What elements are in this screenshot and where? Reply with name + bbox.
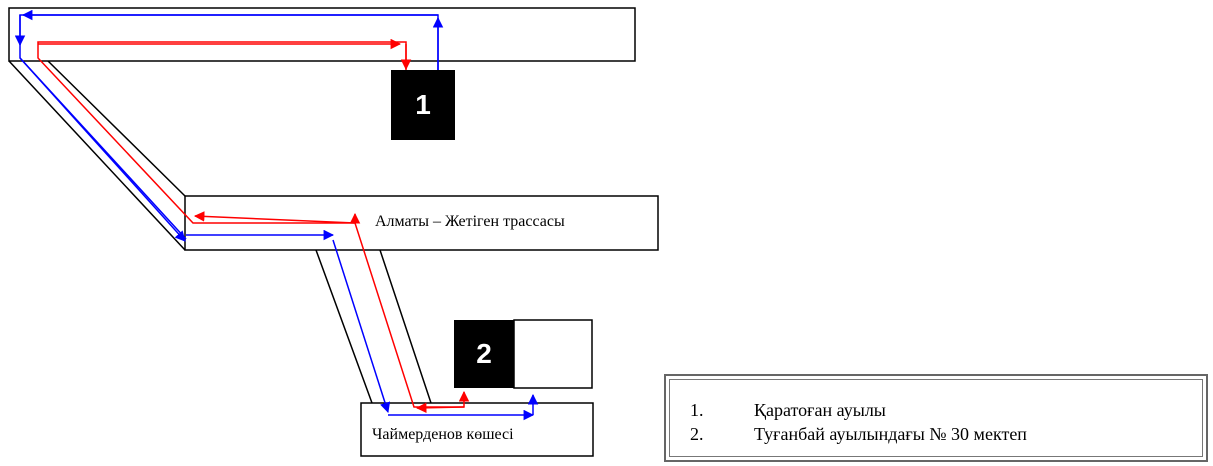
red-route-arrow-street	[415, 402, 465, 414]
legend: 1. Қаратоған ауылы 2. Туғанбай ауылындағ…	[664, 374, 1208, 462]
legend-item: 2. Туғанбай ауылындағы № 30 мектеп	[690, 422, 1202, 446]
top-road	[8, 7, 636, 62]
blue-route-down	[332, 239, 391, 414]
blue-route-arrow-diag	[19, 57, 186, 242]
legend-number: 1.	[690, 400, 704, 420]
legend-item: 1. Қаратоған ауылы	[690, 398, 1202, 422]
red-route-arrow-highway	[193, 211, 356, 224]
marker-2: 2	[454, 320, 514, 388]
street-label: Чаймерденов көшесі	[372, 426, 514, 443]
destination-box	[513, 319, 593, 389]
connector-road	[315, 249, 432, 404]
legend-number: 2.	[690, 424, 704, 444]
legend-text: Туғанбай ауылындағы № 30 мектеп	[754, 424, 1027, 444]
street-road	[360, 402, 594, 457]
legend-text: Қаратоған ауылы	[754, 400, 886, 420]
marker-1: 1	[391, 70, 455, 140]
legend-inner: 1. Қаратоған ауылы 2. Туғанбай ауылындағ…	[669, 379, 1203, 457]
diagonal-road	[8, 60, 186, 251]
highway-label: Алматы – Жетіген трассасы	[375, 213, 565, 230]
